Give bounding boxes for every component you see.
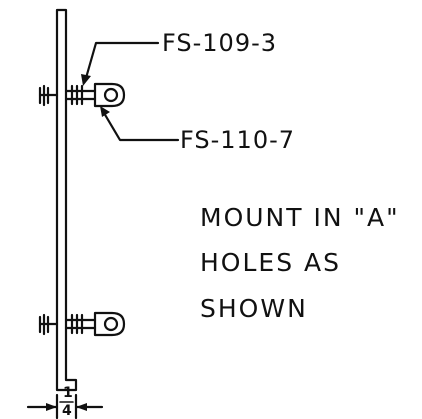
dimension-numerator: 1 bbox=[63, 385, 73, 401]
dimension-denominator: 4 bbox=[62, 403, 72, 419]
note-line-1: MOUNT IN "A" bbox=[200, 203, 400, 232]
part-label-bottom: FS-110-7 bbox=[180, 126, 296, 154]
note-line-3: SHOWN bbox=[200, 294, 308, 323]
leader-top-arrowhead bbox=[81, 74, 91, 86]
leader-bottom-arrowhead bbox=[100, 106, 110, 117]
leader-top bbox=[84, 41, 160, 80]
mounting-bar bbox=[55, 8, 78, 392]
dimension-arrow-left bbox=[46, 403, 57, 411]
upper-clip bbox=[38, 82, 126, 108]
part-label-top: FS-109-3 bbox=[162, 29, 278, 57]
leader-bottom bbox=[102, 111, 180, 142]
dimension-arrow-right bbox=[76, 403, 87, 411]
note-line-2: HOLES AS bbox=[200, 248, 341, 277]
lower-clip bbox=[38, 311, 126, 337]
